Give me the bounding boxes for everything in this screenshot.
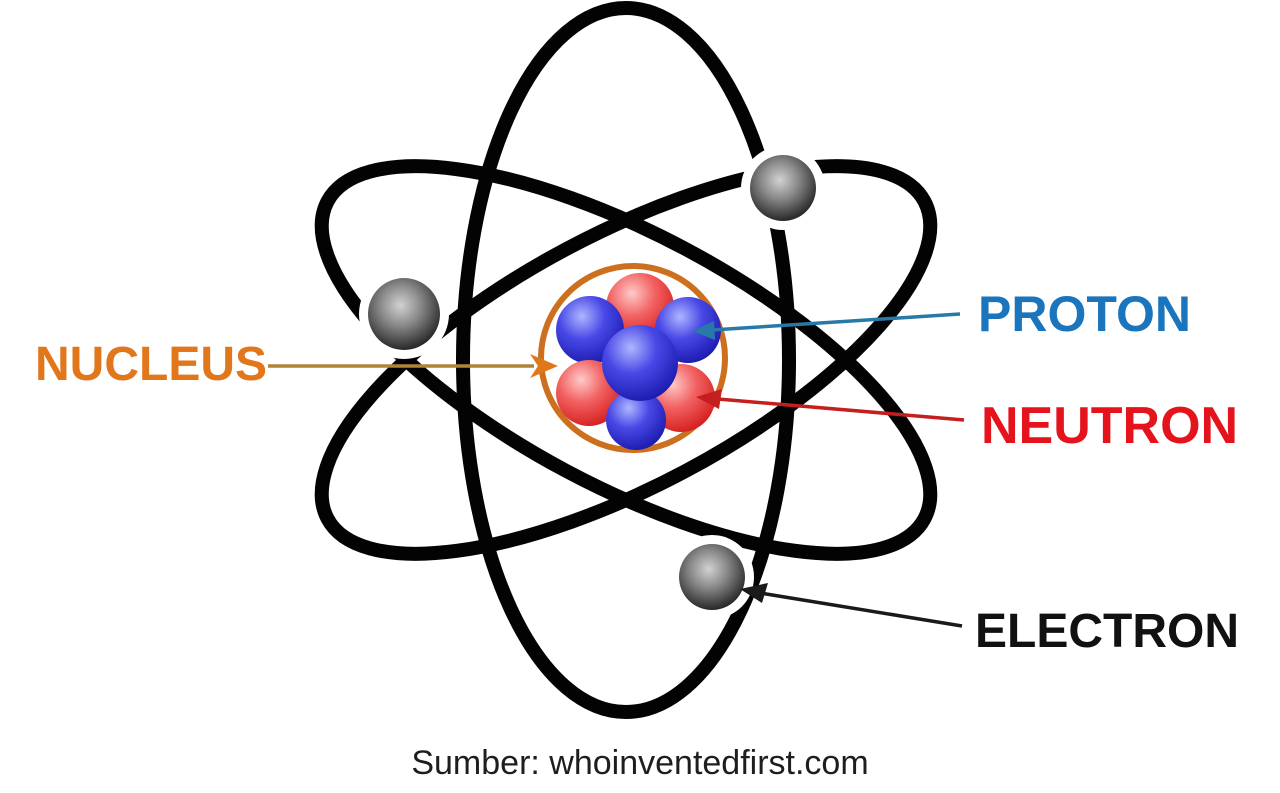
electron-arrow-head xyxy=(740,583,768,603)
electron-sphere xyxy=(368,278,440,350)
nucleus-cluster xyxy=(556,273,721,450)
proton-label: PROTON xyxy=(978,286,1191,342)
electron-sphere xyxy=(750,155,816,221)
proton-sphere xyxy=(602,325,678,401)
nucleus-arrow-head xyxy=(530,354,558,378)
nucleus-label: NUCLEUS xyxy=(35,338,268,391)
orbit-vertical xyxy=(456,1,796,719)
orbit-diagonal-down xyxy=(314,159,938,561)
source-caption: Sumber: whoinventedfirst.com xyxy=(411,744,869,782)
neutron-label: NEUTRON xyxy=(981,397,1239,455)
orbit-diagonal-up xyxy=(314,159,938,561)
neutron-arrow-head xyxy=(696,389,722,409)
neutron-arrow-line xyxy=(717,397,965,422)
proton-arrow-head xyxy=(692,321,715,340)
electron-arrow-line xyxy=(759,591,963,628)
annotation-arrows xyxy=(268,312,965,628)
electron-sphere xyxy=(679,544,745,610)
proton-sphere xyxy=(606,390,666,450)
electrons xyxy=(368,155,816,610)
proton-arrow-line xyxy=(711,312,961,332)
electron-label: ELECTRON xyxy=(975,605,1239,658)
